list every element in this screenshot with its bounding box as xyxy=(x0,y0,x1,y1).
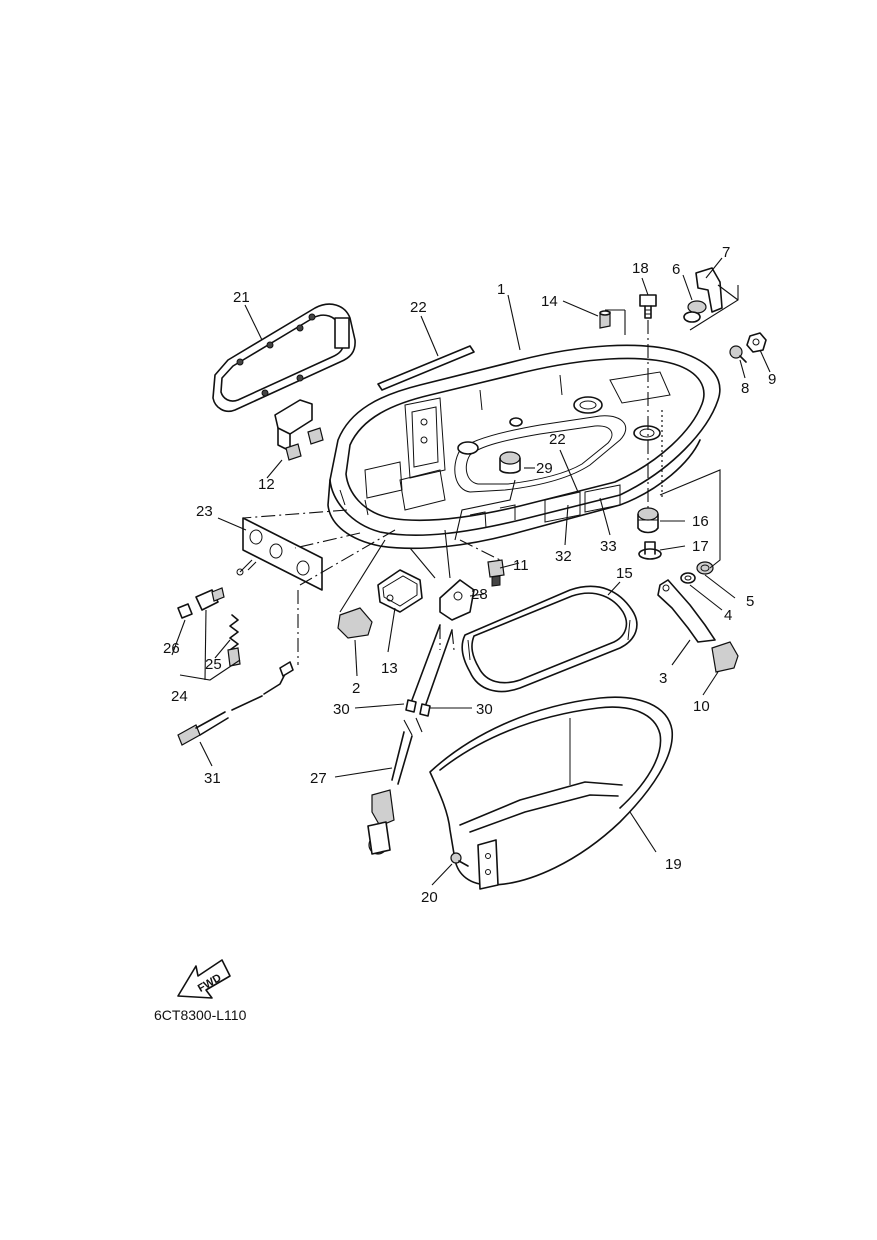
part-28-clamp xyxy=(439,579,475,621)
part-13-grommet xyxy=(377,569,423,613)
part-2-pad xyxy=(337,607,373,639)
part-30-rods xyxy=(405,624,453,717)
part-5-collar xyxy=(696,561,714,575)
part-24-fitting xyxy=(195,568,244,611)
callout-17: 17 xyxy=(692,538,709,555)
part-9-nut xyxy=(746,332,767,353)
part-11-plug xyxy=(487,559,505,587)
part-21-cover xyxy=(212,303,356,413)
part-10-cap xyxy=(711,641,739,673)
part-3-bracket xyxy=(657,579,716,643)
part-15-seal-ring xyxy=(461,585,638,693)
bottom-cowling xyxy=(327,344,721,550)
callout-24: 24 xyxy=(171,688,188,705)
callout-21: 21 xyxy=(233,289,250,306)
part-19-lower-cover xyxy=(429,696,673,890)
part-7-clip xyxy=(695,267,723,313)
part-27-cable xyxy=(367,731,413,855)
callout-16: 16 xyxy=(692,513,709,530)
callout-31: 31 xyxy=(204,770,221,787)
callout-10: 10 xyxy=(693,698,710,715)
callout-11: 11 xyxy=(513,557,529,574)
part-31-cable xyxy=(177,661,294,746)
part-26-cap xyxy=(177,603,193,619)
callout-1: 1 xyxy=(497,281,505,298)
callout-3: 3 xyxy=(659,670,667,687)
callout-22-top: 22 xyxy=(410,299,427,316)
figure-code: 6CT8300-L110 xyxy=(154,1007,247,1023)
callout-20: 20 xyxy=(421,889,438,906)
callout-27: 27 xyxy=(310,770,327,787)
callout-19: 19 xyxy=(665,856,682,873)
callout-30-right: 30 xyxy=(476,701,493,718)
callout-6: 6 xyxy=(672,261,680,278)
callout-29: 29 xyxy=(536,460,553,477)
part-20-screw xyxy=(450,852,469,867)
callout-13: 13 xyxy=(381,660,398,677)
callout-15: 15 xyxy=(616,565,633,582)
callout-26: 26 xyxy=(163,640,180,657)
part-29-damper xyxy=(499,451,521,474)
part-12-bracket xyxy=(274,399,324,461)
callout-2: 2 xyxy=(352,680,360,697)
part-16-grommet xyxy=(637,507,659,534)
part-6-grommet xyxy=(683,300,707,323)
callout-8: 8 xyxy=(741,380,749,397)
callout-4: 4 xyxy=(724,607,732,624)
part-4-washer xyxy=(680,572,696,584)
part-17-collar xyxy=(638,541,662,560)
part-22-seal xyxy=(377,345,475,391)
part-14-plug xyxy=(599,310,611,329)
callout-23: 23 xyxy=(196,503,213,520)
callout-33: 33 xyxy=(600,538,617,555)
callout-9: 9 xyxy=(768,371,776,388)
callout-28: 28 xyxy=(471,586,488,603)
part-8-screw xyxy=(729,345,747,363)
callout-leaders xyxy=(171,257,771,886)
fwd-arrow-icon: FWD xyxy=(177,959,231,999)
callout-labels: 1 2 3 4 5 6 7 8 9 10 11 12 13 14 15 16 1… xyxy=(163,244,776,906)
callout-22-mid: 22 xyxy=(549,431,566,448)
callout-18: 18 xyxy=(632,260,649,277)
part-18-bolt xyxy=(639,294,657,319)
callout-14: 14 xyxy=(541,293,558,310)
callout-25: 25 xyxy=(205,656,222,673)
callout-32: 32 xyxy=(555,548,572,565)
callout-30-left: 30 xyxy=(333,701,350,718)
callout-7: 7 xyxy=(722,244,730,261)
part-23-plate xyxy=(242,517,323,591)
guide-lines xyxy=(239,284,739,736)
callout-12: 12 xyxy=(258,476,275,493)
callout-5: 5 xyxy=(746,593,754,610)
